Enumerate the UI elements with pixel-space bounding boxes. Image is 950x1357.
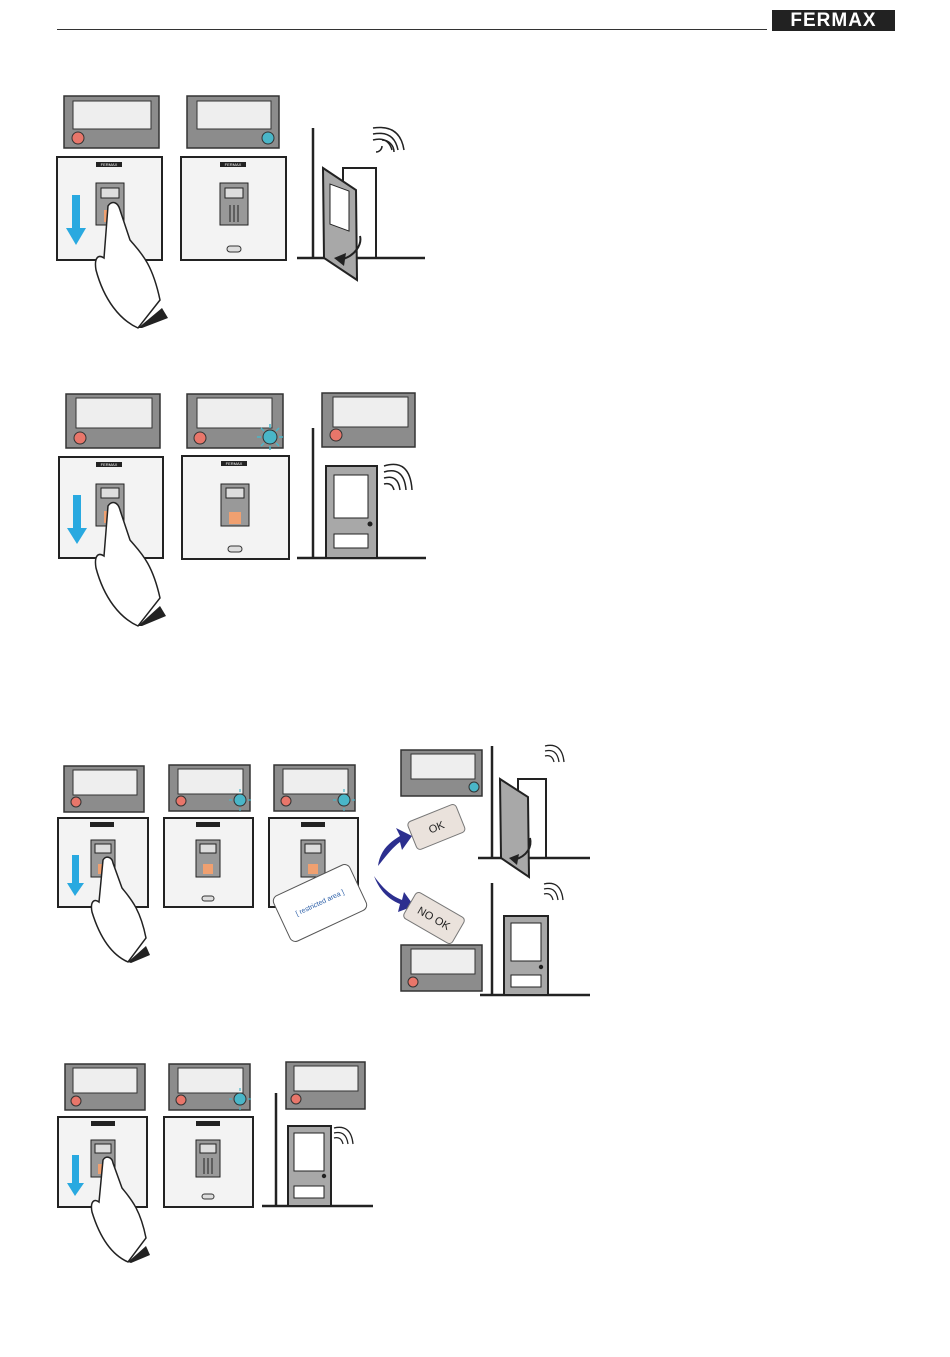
scene-fingerprint-and-card: [ restricted area ] OK NO OK	[0, 740, 950, 1000]
monitor-panel	[169, 1064, 251, 1110]
fingerprint-reader-icon	[164, 1117, 253, 1207]
monitor-panel	[286, 1062, 365, 1109]
led-red	[71, 797, 81, 807]
fingerprint-reader-icon	[164, 818, 253, 907]
monitor-panel	[169, 765, 251, 811]
fingerprint-reader-icon: FERMAX	[181, 157, 286, 260]
fermax-logo: FERMAX	[772, 10, 895, 31]
led-red	[176, 1095, 186, 1105]
fingerprint-reader-icon: FERMAX	[182, 456, 289, 559]
door-open-icon	[478, 746, 590, 877]
monitor-panel	[64, 766, 144, 812]
led-blue-blinking	[263, 430, 277, 444]
led-red	[72, 132, 84, 144]
led-red	[408, 977, 418, 987]
monitor-panel	[65, 1064, 145, 1110]
led-red	[194, 432, 206, 444]
led-blue	[469, 782, 479, 792]
door-open-icon	[297, 128, 425, 280]
led-blue-blinking	[234, 794, 246, 806]
scene-fingerprint-door-closed: FERMAX FERMAX	[0, 385, 950, 635]
monitor-panel	[274, 765, 355, 811]
led-blue-blinking	[338, 794, 350, 806]
wireless-signal-icon	[545, 745, 564, 762]
led-blue	[262, 132, 274, 144]
ok-card-icon: OK	[407, 803, 466, 850]
wireless-signal-icon	[544, 883, 563, 900]
svg-text:FERMAX: FERMAX	[225, 162, 242, 167]
led-red	[176, 796, 186, 806]
monitor-panel	[401, 945, 482, 991]
monitor-panel	[187, 394, 283, 450]
monitor-panel	[64, 96, 159, 148]
led-red	[281, 796, 291, 806]
svg-text:FERMAX: FERMAX	[226, 461, 243, 466]
led-red	[71, 1096, 81, 1106]
led-red	[291, 1094, 301, 1104]
monitor-panel	[66, 394, 160, 448]
svg-text:FERMAX: FERMAX	[101, 162, 118, 167]
wireless-signal-icon	[334, 1127, 353, 1144]
monitor-panel	[187, 96, 279, 148]
scene-fingerprint-open-door: FERMAX FERMAX	[0, 90, 950, 340]
no-ok-card-icon: NO OK	[402, 891, 465, 945]
curve-arrow-up-icon	[378, 828, 412, 866]
door-closed-icon	[480, 883, 590, 995]
scene-fingerprint-small-door	[0, 1055, 950, 1270]
led-red	[74, 432, 86, 444]
header-rule	[57, 29, 767, 30]
wireless-signal-icon	[373, 127, 404, 152]
led-blue-blinking	[234, 1093, 246, 1105]
monitor-panel	[401, 750, 482, 796]
svg-text:FERMAX: FERMAX	[101, 462, 118, 467]
led-red	[330, 429, 342, 441]
wireless-signal-icon	[384, 464, 412, 490]
monitor-panel	[322, 393, 415, 447]
door-closed-icon	[262, 1093, 373, 1206]
